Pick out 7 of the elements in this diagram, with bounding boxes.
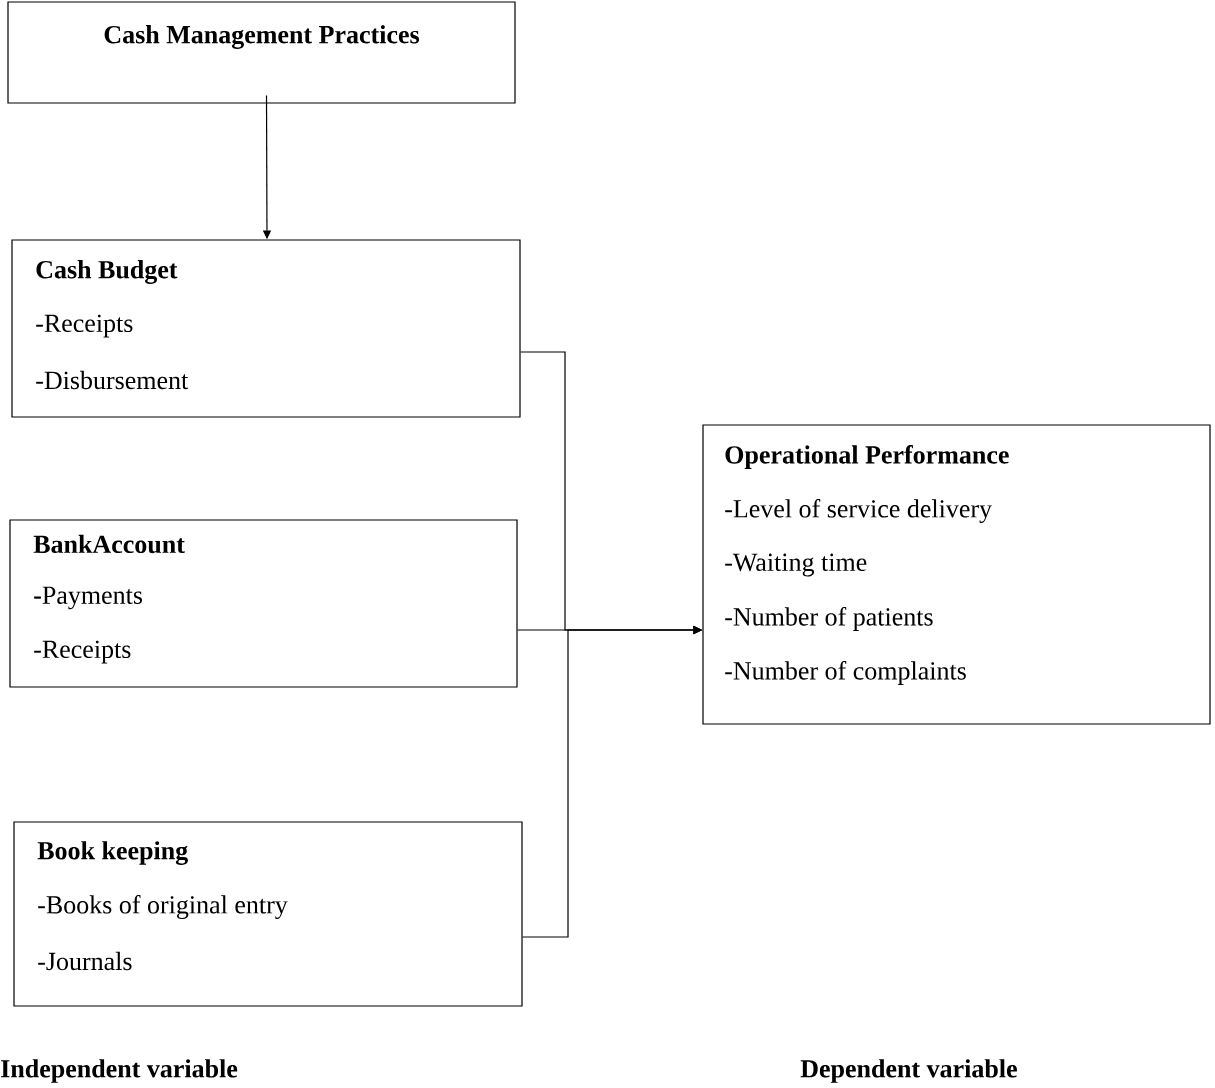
framework-box: Operational Performance -Level of service delivery -Waiting time -Number of patients -Number of complaints <box>702 424 1211 725</box>
variable-label: Independent variable <box>1 1059 238 1083</box>
framework-box: Cash Budget -Receipts -Disbursement <box>11 239 521 418</box>
framework-box: BankAccount -Payments -Receipts <box>9 519 518 688</box>
framework-box: Cash Management Practices <box>7 1 516 104</box>
variable-label: Dependent variable <box>800 1059 1017 1083</box>
framework-box: Book keeping -Books of original entry -Journals <box>13 821 523 1007</box>
